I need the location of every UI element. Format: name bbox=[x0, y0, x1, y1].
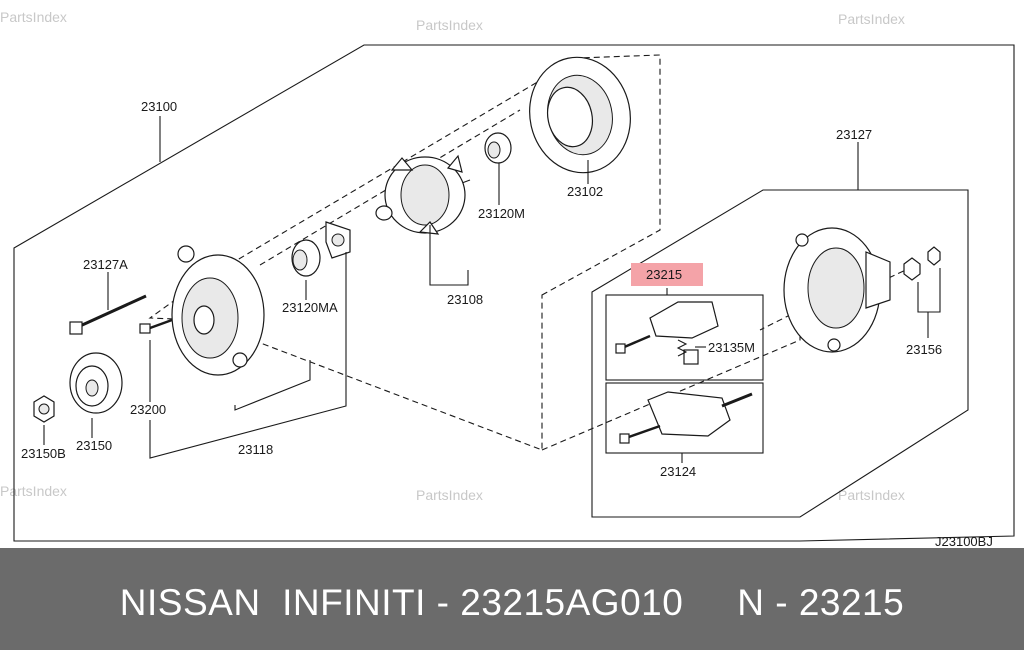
pulley-part-23150 bbox=[69, 352, 123, 414]
leader-line bbox=[149, 252, 347, 459]
nut-part-23156 bbox=[903, 246, 941, 281]
assembly-frame-23100 bbox=[13, 44, 1015, 542]
label-23135m[interactable]: 23135M bbox=[708, 340, 755, 355]
nut-part-23150b bbox=[33, 395, 55, 423]
screw-part-23200 bbox=[139, 318, 173, 334]
label-23102[interactable]: 23102 bbox=[567, 184, 603, 199]
diagram-code: J23100BJ bbox=[935, 534, 993, 548]
leader-line bbox=[429, 225, 469, 286]
label-23120ma[interactable]: 23120MA bbox=[282, 300, 338, 315]
label-23127a[interactable]: 23127A bbox=[83, 257, 128, 272]
leader-line bbox=[234, 360, 311, 411]
rear-housing-part-23127 bbox=[783, 227, 891, 353]
watermark: PartsIndex bbox=[838, 11, 905, 27]
bearing-part-23120m bbox=[484, 132, 512, 164]
label-23118[interactable]: 23118 bbox=[238, 442, 273, 457]
footer-part-title: NISSAN INFINITI - 23215AG010 N - 23215 bbox=[119, 582, 905, 623]
watermark: PartsIndex bbox=[838, 487, 905, 503]
stator-part-23102 bbox=[529, 56, 631, 174]
highlight-box bbox=[631, 263, 703, 286]
subframe-23124 bbox=[605, 382, 764, 454]
label-23127[interactable]: 23127 bbox=[836, 127, 872, 142]
label-23108[interactable]: 23108 bbox=[447, 292, 483, 307]
label-23120m[interactable]: 23120M bbox=[478, 206, 525, 221]
watermark: PartsIndex bbox=[416, 487, 483, 503]
label-23150[interactable]: 23150 bbox=[76, 438, 112, 453]
watermark: PartsIndex bbox=[0, 483, 67, 499]
watermark: PartsIndex bbox=[416, 17, 483, 33]
bracket-plate bbox=[325, 221, 351, 259]
footer-banner: NISSAN INFINITI - 23215AG010 N - 23215 bbox=[0, 548, 1024, 650]
subframe-23215 bbox=[605, 294, 764, 381]
leader-line bbox=[917, 268, 941, 313]
rotor-part-23108 bbox=[375, 154, 471, 235]
label-23156[interactable]: 23156 bbox=[906, 342, 942, 357]
through-bolt-part-23127a bbox=[69, 294, 147, 335]
parts-diagram: PartsIndex PartsIndex PartsIndex PartsIn… bbox=[0, 9, 1015, 548]
label-23215[interactable]: 23215 bbox=[646, 267, 682, 282]
assembly-frame-23127 bbox=[591, 189, 969, 518]
front-housing-part-23118 bbox=[171, 245, 265, 376]
regulator-part-23124 bbox=[619, 391, 753, 444]
watermark: PartsIndex bbox=[0, 9, 67, 25]
label-23124[interactable]: 23124 bbox=[660, 464, 696, 479]
bearing-part-23120ma bbox=[291, 239, 321, 277]
axis-line bbox=[759, 309, 801, 331]
brush-holder-part-23215 bbox=[615, 301, 719, 365]
label-23100[interactable]: 23100 bbox=[141, 99, 177, 114]
label-23150b[interactable]: 23150B bbox=[21, 446, 66, 461]
label-23200[interactable]: 23200 bbox=[130, 402, 166, 417]
